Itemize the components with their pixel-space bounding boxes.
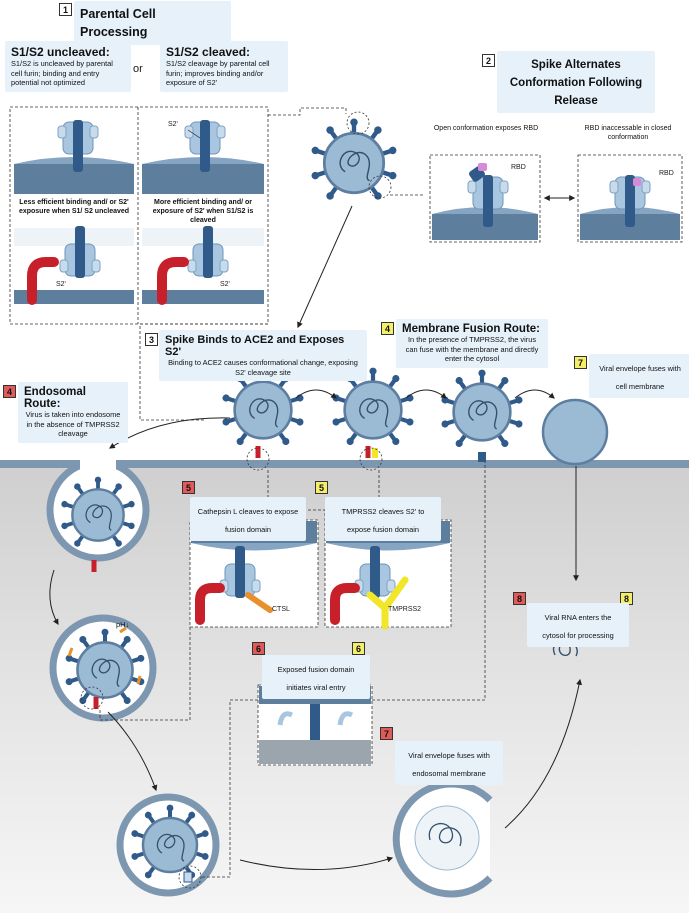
binds-title: Spike Binds to ACE2 and Exposes S2' (165, 334, 345, 358)
parental-panels-frame (9, 106, 269, 325)
alternates-title: Spike Alternates Conformation Following … (497, 51, 655, 113)
cell-fuse-panel: Viral envelope fuses with cell membrane (589, 354, 689, 398)
step-badge-7-yellow: 7 (574, 356, 587, 369)
cathepsin-text: Cathepsin L cleaves to expose fusion dom… (197, 507, 299, 534)
release-to-binding-arrow (297, 205, 353, 329)
step-badge-2: 2 (482, 54, 495, 67)
tmprss2-caption-text: TMPRSS2 cleaves S2' to expose fusion dom… (341, 507, 425, 534)
uncleaved-title: S1/S2 uncleaved: (11, 45, 110, 59)
step-badge-3: 3 (145, 333, 158, 346)
parental-title: Parental Cell Processing (74, 1, 231, 45)
rbd-label-closed: RBD (659, 170, 674, 177)
tmprss2-label: TMPRSS2 (388, 606, 422, 613)
step-badge-4-red: 4 (3, 385, 16, 398)
closed-caption: RBD inaccessable in closed conformation (584, 125, 672, 141)
parental-title-text: Parental Cell Processing (80, 7, 156, 39)
s2-prime-label-a: S2' (168, 121, 178, 128)
cathepsin-panel: Cathepsin L cleaves to expose fusion dom… (190, 497, 306, 541)
rna-text: Viral RNA enters the cytosol for process… (542, 613, 614, 640)
step-badge-7-red: 7 (380, 727, 393, 740)
binds-panel: Spike Binds to ACE2 and Exposes S2' Bind… (159, 330, 367, 381)
exposed-text: Exposed fusion domain initiates viral en… (277, 665, 355, 692)
s2-prime-label-c: S2' (220, 281, 230, 288)
tmprss2-panel: TMPRSS2 cleaves S2' to expose fusion dom… (325, 497, 441, 541)
membrane-body: In the presence of TMPRSS2, the virus ca… (405, 335, 539, 363)
step-badge-4-yellow: 4 (381, 322, 394, 335)
exposed-panel: Exposed fusion domain initiates viral en… (262, 655, 370, 699)
endosomal-body: Virus is taken into endosome in the abse… (25, 410, 121, 438)
ph-text: pH (116, 620, 126, 629)
rna-panel: Viral RNA enters the cytosol for process… (527, 603, 629, 647)
endo-fuse-text: Viral envelope fuses with endosomal memb… (408, 751, 490, 778)
cleaved-body: S1/S2 cleavage by parental cell furin; i… (166, 59, 270, 87)
step-badge-6-red: 6 (252, 642, 265, 655)
cleaved-title: S1/S2 cleaved: (166, 45, 251, 59)
ctsl-label: CTSL (272, 606, 290, 613)
step-badge-5-red: 5 (182, 481, 195, 494)
step-badge-5-yellow: 5 (315, 481, 328, 494)
uncleaved-panel: S1/S2 uncleaved: S1/S2 is uncleaved by p… (5, 41, 131, 92)
step-badge-1: 1 (59, 3, 72, 16)
endosomal-panel: Endosomal Route: Virus is taken into end… (18, 382, 128, 443)
step-badge-6-yellow: 6 (352, 642, 365, 655)
binds-body: Binding to ACE2 causes conformational ch… (168, 358, 358, 377)
ph-label: pH↓ (116, 620, 130, 629)
rbd-label-open: RBD (511, 164, 526, 171)
open-caption: Open conformation exposes RBD (433, 125, 539, 132)
s2-prime-label-b: S2' (56, 281, 66, 288)
endosomal-title: Endosomal Route: (24, 386, 86, 410)
cleaved-caption: More efficient binding and/ or exposure … (152, 199, 254, 224)
uncleaved-caption: Less efficient binding and/ or S2' expos… (18, 199, 130, 215)
uncleaved-body: S1/S2 is uncleaved by parental cell furi… (11, 59, 113, 87)
membrane-panel: Membrane Fusion Route: In the presence o… (396, 319, 548, 368)
step-badge-8-red: 8 (513, 592, 526, 605)
alternates-title-text: Spike Alternates Conformation Following … (509, 59, 643, 107)
membrane-title: Membrane Fusion Route: (402, 323, 541, 335)
or-text: or (133, 63, 143, 75)
cell-fuse-text: Viral envelope fuses with cell membrane (599, 364, 681, 391)
host-cell-membrane (0, 460, 689, 468)
cleaved-panel: S1/S2 cleaved: S1/S2 cleavage by parenta… (160, 41, 288, 92)
endo-fuse-panel: Viral envelope fuses with endosomal memb… (395, 741, 503, 785)
